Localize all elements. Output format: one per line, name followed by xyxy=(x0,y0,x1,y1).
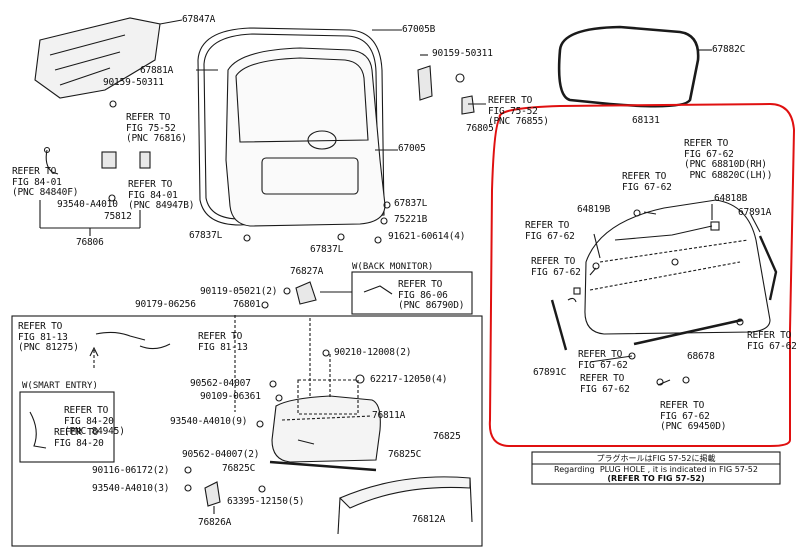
part-63395: 63395-12150(5) xyxy=(227,496,305,507)
ref-fig-86-06[interactable]: REFER TO FIG 86-06 (PNC 86790D) xyxy=(398,279,465,311)
plug-hole-note-ref[interactable]: (REFER TO FIG 57-52) xyxy=(607,474,705,483)
ref-fig-75-52-a[interactable]: REFER TO FIG 75-52 (PNC 76816) xyxy=(126,112,187,144)
part-76826A: 76826A xyxy=(198,517,232,528)
ref-fig-67-62-e[interactable]: REFER TO FIG 67-62 xyxy=(578,349,628,371)
part-67882C: 67882C xyxy=(712,44,746,55)
part-67837L-c: 67837L xyxy=(310,244,344,255)
part-76825C-a: 76825C xyxy=(388,449,422,460)
part-90179: 90179-06256 xyxy=(135,299,196,310)
part-76805: 76805 xyxy=(466,123,494,134)
ref-fig-67-62-a[interactable]: REFER TO FIG 67-62 xyxy=(622,171,672,193)
part-91621: 91621-60614(4) xyxy=(388,231,466,242)
part-67891C: 67891C xyxy=(533,367,567,378)
part-76827A: 76827A xyxy=(290,266,324,277)
part-90159-b: 90159-50311 xyxy=(103,77,164,88)
plug-hole-note-jp: プラグホールはFIG 57-52に掲載 xyxy=(596,454,716,463)
part-76811A: 76811A xyxy=(372,410,406,421)
part-67891A: 67891A xyxy=(738,207,772,218)
ref-fig-84-20-a[interactable]: REFER TO FIG 84-20 (PNC 84945) xyxy=(64,405,125,437)
ref-fig-81-13-a[interactable]: REFER TO FIG 81-13 (PNC 81275) xyxy=(18,321,79,353)
ref-fig-75-52-b[interactable]: REFER TO FIG 75-52 (PNC 76855) xyxy=(488,95,549,127)
plug-hole-note-en: Regarding PLUG HOLE , it is indicated in… xyxy=(554,465,758,474)
part-75221B: 75221B xyxy=(394,214,428,225)
part-76801: 76801 xyxy=(233,299,261,310)
part-68131: 68131 xyxy=(632,115,660,126)
part-76825C-b: 76825C xyxy=(222,463,256,474)
part-76825: 76825 xyxy=(433,431,461,442)
part-90116: 90116-06172(2) xyxy=(92,465,170,476)
part-76812A: 76812A xyxy=(412,514,446,525)
part-90119: 90119-05021(2) xyxy=(200,286,278,297)
part-90210: 90210-12008(2) xyxy=(334,347,412,358)
part-67837L-a: 67837L xyxy=(394,198,428,209)
back-monitor-header: W(BACK MONITOR) xyxy=(352,262,434,272)
part-64819B: 64819B xyxy=(577,204,611,215)
part-67881A: 67881A xyxy=(140,65,174,76)
part-93540-a: 93540-A4010 xyxy=(57,199,118,210)
part-75812: 75812 xyxy=(104,211,132,222)
ref-fig-67-62-c[interactable]: REFER TO FIG 67-62 xyxy=(531,256,581,278)
part-62217: 62217-12050(4) xyxy=(370,374,448,385)
ref-fig-67-62-b[interactable]: REFER TO FIG 67-62 xyxy=(525,220,575,242)
ref-fig-67-62-top[interactable]: REFER TO FIG 67-62 (PNC 68810D(RH) PNC 6… xyxy=(684,138,773,181)
part-67847A: 67847A xyxy=(182,14,216,25)
part-90562-b: 90562-04007(2) xyxy=(182,449,260,460)
ref-fig-84-20-b[interactable]: REFER TO FIG 84-20 xyxy=(54,427,104,449)
ref-fig-67-62-d[interactable]: REFER TO FIG 67-62 xyxy=(747,330,797,352)
part-93540-b: 93540-A4010(9) xyxy=(170,416,248,427)
part-76806: 76806 xyxy=(76,237,104,248)
ref-fig-84-01[interactable]: REFER TO FIG 84-01 (PNC 84840F) xyxy=(12,166,79,198)
smart-entry-header: W(SMART ENTRY) xyxy=(22,381,98,391)
part-67005: 67005 xyxy=(398,143,426,154)
part-67005B: 67005B xyxy=(402,24,436,35)
part-90562-a: 90562-04007 xyxy=(190,378,251,389)
ref-fig-81-13-b[interactable]: REFER TO FIG 81-13 xyxy=(198,331,248,353)
part-68678: 68678 xyxy=(687,351,715,362)
part-90109: 90109-06361 xyxy=(200,391,261,402)
part-64818B: 64818B xyxy=(714,193,748,204)
ref-fig-67-62-h[interactable]: REFER TO FIG 67-62 (PNC 69450D) xyxy=(660,400,727,432)
part-67837L-b: 67837L xyxy=(189,230,223,241)
ref-fig-67-62-f[interactable]: REFER TO FIG 67-62 xyxy=(580,373,630,395)
part-90159-a: 90159-50311 xyxy=(432,48,493,59)
part-93540-c: 93540-A4010(3) xyxy=(92,483,170,494)
ref-fig-84-01-b[interactable]: REFER TO FIG 84-01 (PNC 84947B) xyxy=(128,179,195,211)
